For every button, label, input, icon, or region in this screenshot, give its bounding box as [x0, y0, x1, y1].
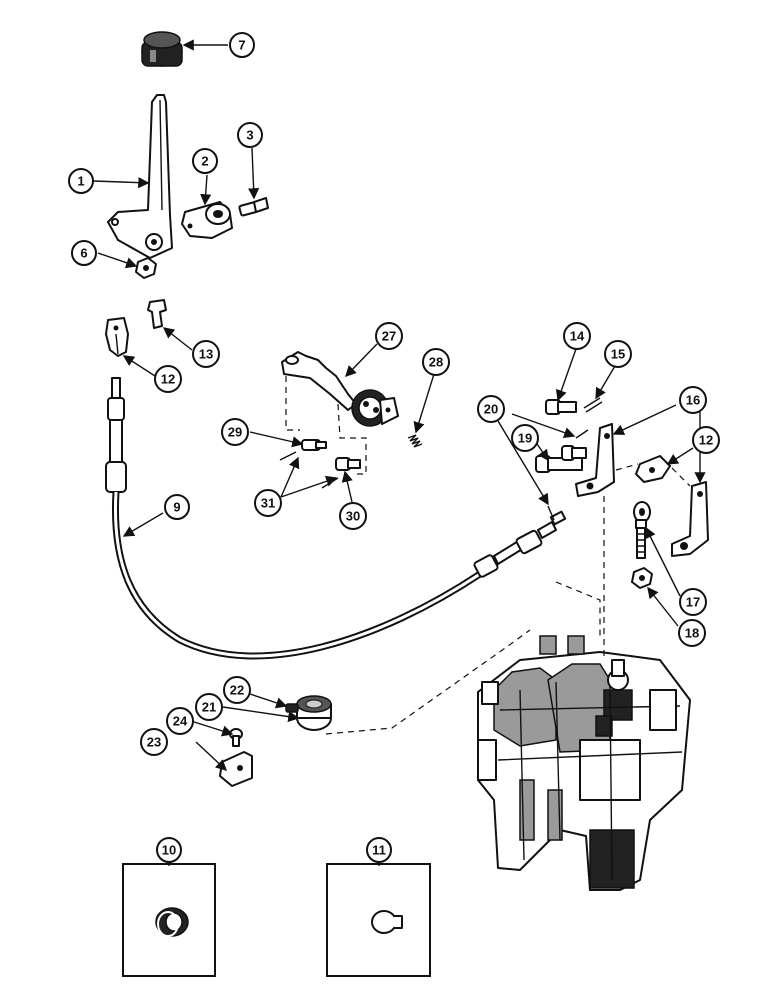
callout-11: 11 — [366, 837, 392, 863]
callout-1: 1 — [68, 168, 94, 194]
svg-text:15: 15 — [611, 347, 625, 362]
assembly-line-21 — [325, 629, 531, 735]
svg-text:14: 14 — [570, 329, 585, 344]
pin-part — [147, 299, 167, 329]
svg-text:29: 29 — [228, 425, 242, 440]
callout-19: 19 — [511, 424, 539, 452]
svg-text:3: 3 — [246, 128, 253, 143]
svg-text:1: 1 — [77, 174, 84, 189]
pin-14-part — [545, 399, 577, 415]
detent-plate-part — [281, 351, 399, 427]
bolt-part — [238, 197, 269, 217]
svg-text:19: 19 — [518, 431, 532, 446]
callout-16: 16 — [679, 386, 707, 414]
callout-17: 17 — [679, 588, 707, 616]
svg-text:2: 2 — [201, 154, 208, 169]
svg-text:31: 31 — [261, 496, 275, 511]
svg-text:28: 28 — [429, 355, 443, 370]
callout-22: 22 — [223, 676, 251, 704]
callout-20: 20 — [477, 395, 505, 423]
svg-text:23: 23 — [147, 735, 161, 750]
callout-12-right: 12 — [692, 426, 720, 454]
cotter-31-part — [279, 451, 339, 489]
callout-23: 23 — [140, 728, 168, 756]
callout-12-left: 12 — [154, 365, 182, 393]
control-cable-part — [105, 377, 567, 660]
pivot-bracket-part — [181, 201, 233, 239]
callout-13: 13 — [192, 340, 220, 368]
callout-14: 14 — [563, 322, 591, 350]
svg-text:7: 7 — [238, 38, 245, 53]
svg-text:16: 16 — [686, 393, 700, 408]
callout-10: 10 — [156, 837, 182, 863]
rod-end-part — [633, 501, 651, 559]
nut-18-part — [631, 567, 653, 589]
svg-text:10: 10 — [162, 843, 176, 858]
knob-21-part — [296, 695, 332, 731]
assembly-line-12 — [615, 463, 639, 471]
callout-15: 15 — [604, 340, 632, 368]
bracket-16-part — [575, 423, 709, 557]
pin-19-part — [535, 445, 587, 473]
svg-text:24: 24 — [173, 714, 188, 729]
callout-30: 30 — [339, 502, 367, 530]
clevis-part — [105, 317, 129, 357]
screw-24-part — [229, 728, 243, 747]
grommet-10-part — [155, 907, 189, 937]
svg-text:21: 21 — [202, 700, 216, 715]
callout-21: 21 — [195, 693, 223, 721]
knob-part — [141, 31, 183, 67]
svg-text:12: 12 — [699, 433, 713, 448]
svg-text:27: 27 — [382, 329, 396, 344]
cotter-15-part — [583, 397, 603, 413]
nut-part — [135, 257, 157, 279]
assembly-line-27 — [285, 376, 367, 475]
callout-2: 2 — [192, 148, 218, 174]
assembly-line-17 — [671, 467, 691, 487]
setscrew-22-part — [285, 703, 299, 713]
svg-text:17: 17 — [686, 595, 700, 610]
callout-3: 3 — [237, 122, 263, 148]
svg-text:30: 30 — [346, 509, 360, 524]
svg-text:6: 6 — [80, 246, 87, 261]
callout-6: 6 — [71, 240, 97, 266]
spring-part — [407, 434, 423, 448]
bracket-23-part — [219, 751, 253, 787]
callout-7: 7 — [229, 32, 255, 58]
svg-text:13: 13 — [199, 347, 213, 362]
svg-text:11: 11 — [372, 843, 386, 858]
clevis-right-part — [635, 455, 671, 483]
assembly-line-cable — [555, 581, 601, 640]
svg-text:20: 20 — [484, 402, 498, 417]
svg-text:22: 22 — [230, 683, 244, 698]
pin-30-part — [335, 457, 361, 471]
callout-31: 31 — [254, 489, 282, 517]
control-valve-body — [477, 635, 691, 891]
cotter-20-part — [547, 429, 589, 521]
callout-24: 24 — [166, 707, 194, 735]
callout-27: 27 — [375, 322, 403, 350]
plug-11-part — [371, 910, 403, 934]
callout-18: 18 — [678, 619, 706, 647]
callout-29: 29 — [221, 418, 249, 446]
svg-text:18: 18 — [685, 626, 699, 641]
svg-text:12: 12 — [161, 372, 175, 387]
callout-9: 9 — [164, 494, 190, 520]
svg-text:9: 9 — [173, 500, 180, 515]
pin-29-part — [301, 439, 327, 451]
callout-28: 28 — [422, 348, 450, 376]
lever-part — [107, 94, 173, 259]
